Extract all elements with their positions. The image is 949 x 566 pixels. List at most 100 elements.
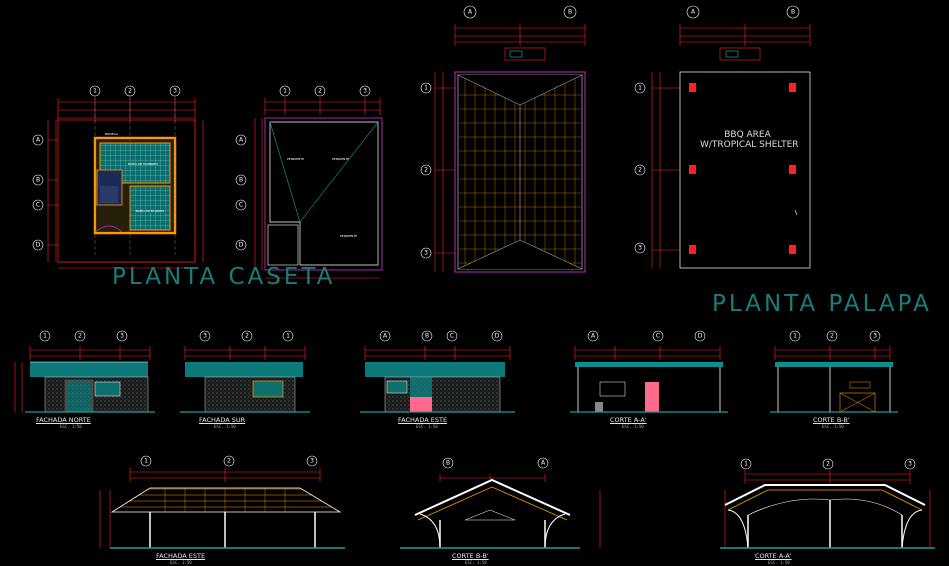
label-corte-aa-2: CORTE A-A' <box>755 552 792 560</box>
title-planta-caseta: PLANTA CASETA <box>112 264 336 290</box>
axis-label: C <box>36 202 40 209</box>
corte-aa-palapa: 1 2 3 <box>720 458 935 549</box>
axis-label: 1 <box>638 85 642 92</box>
axis-label: A <box>36 137 41 144</box>
scale-note: ESC. 1:50 <box>465 560 487 565</box>
svg-text:PENDIENTE: PENDIENTE <box>340 234 357 238</box>
fachada-sur-drawing: 3 2 1 <box>180 330 310 413</box>
scale-note: ESC. 1:50 <box>214 424 236 429</box>
bottom-bb-axes: B A <box>442 457 549 469</box>
svg-text:PENDIENTE: PENDIENTE <box>332 157 349 161</box>
axis-label: B <box>791 9 795 16</box>
planta-techo-caseta: PENDIENTE PENDIENTE PENDIENTE 1 2 3 A B … <box>235 85 383 279</box>
scale-note: ESC. 1:50 <box>822 424 844 429</box>
axis-label: B <box>36 177 40 184</box>
axis-label: 2 <box>826 461 830 468</box>
axis-label: 3 <box>203 333 207 340</box>
axis-label: 2 <box>318 88 322 95</box>
svg-text:PENDIENTE: PENDIENTE <box>287 157 304 161</box>
axis-label: 1 <box>283 88 287 95</box>
svg-text:BAÑO DE MUJERES: BAÑO DE MUJERES <box>136 208 164 213</box>
axis-label: B <box>568 9 572 16</box>
axis-label: 1 <box>144 458 148 465</box>
fachada-este-palapa: 1 2 3 <box>99 455 345 549</box>
axis-label: A <box>383 333 388 340</box>
scale-note: ESC. 1:50 <box>170 560 192 565</box>
axis-label: 3 <box>310 458 314 465</box>
axis-label: A <box>239 137 244 144</box>
palapa-floor-axis-rows: 1 2 3 <box>634 82 646 254</box>
fachada-este-drawing: A B C D <box>360 330 515 413</box>
scale-note: ESC. 1:50 <box>60 424 82 429</box>
axis-label: 3 <box>873 333 877 340</box>
axis-label: D <box>36 242 41 249</box>
planta-palapa-piso: A B 1 2 3 <box>634 5 811 269</box>
axis-label: 2 <box>638 167 642 174</box>
caseta-axis-rows: A B C D <box>32 134 44 251</box>
axis-label: 2 <box>227 458 231 465</box>
axis-label: 3 <box>120 333 124 340</box>
axis-label: 1 <box>793 333 797 340</box>
bbq-area-note: BBQ AREA W/TROPICAL SHELTER <box>700 130 799 150</box>
bottom-este-axes: 1 2 3 <box>140 455 318 467</box>
axis-label: A <box>468 9 473 16</box>
axis-label: B <box>425 333 429 340</box>
axis-label: 1 <box>93 88 97 95</box>
label-fachada-sur: FACHADA SUR <box>199 416 246 424</box>
corte-b-axes: 1 2 3 <box>789 330 881 342</box>
sur-axes: 3 2 1 <box>199 330 294 342</box>
axis-label: 3 <box>173 88 177 95</box>
label-corte-bb-1: CORTE B-B' <box>813 416 850 424</box>
axis-label: B <box>239 177 243 184</box>
axis-label: 2 <box>830 333 834 340</box>
axis-label: A <box>541 460 546 467</box>
techo-axis-rows: A B C D <box>235 134 247 251</box>
label-fachada-este-1: FACHADA ESTE <box>398 416 448 424</box>
svg-text:BAÑO DE HOMBRES: BAÑO DE HOMBRES <box>128 161 158 166</box>
fachada-norte-drawing: 1 2 3 <box>14 330 155 413</box>
corte-a-axes: A C D <box>587 330 706 342</box>
corte-bb-palapa: B A <box>400 457 601 549</box>
axis-label: 3 <box>424 250 428 257</box>
axis-label: 3 <box>908 461 912 468</box>
corte-aa-drawing: A C D <box>570 330 728 413</box>
label-fachada-este-2: FACHADA ESTE <box>156 552 206 560</box>
axis-label: D <box>239 242 244 249</box>
palapa-axis-rows: 1 2 3 <box>420 82 432 259</box>
axis-label: 3 <box>363 88 367 95</box>
axis-label: 3 <box>638 245 642 252</box>
axis-label: 2 <box>245 333 249 340</box>
axis-label: 2 <box>78 333 82 340</box>
planta-caseta: BAÑO DE HOMBRES BAÑO DE MUJERES BODEGA 1… <box>32 85 204 269</box>
planta-palapa-techo: A B 1 2 3 <box>420 5 586 273</box>
techo-axis-columns: 1 2 3 <box>279 85 371 97</box>
scale-note: ESC. 1:50 <box>416 424 438 429</box>
bottom-aa-axes: 1 2 3 <box>740 458 916 470</box>
scale-note: ESC. 1:50 <box>622 424 644 429</box>
axis-label: B <box>446 460 450 467</box>
axis-label: 1 <box>286 333 290 340</box>
axis-label: C <box>450 333 454 340</box>
axis-label: 1 <box>744 461 748 468</box>
corte-bb-drawing: 1 2 3 <box>770 330 898 413</box>
label-corte-bb-2: CORTE B-B' <box>452 552 489 560</box>
label-fachada-norte: FACHADA NORTE <box>36 416 91 424</box>
svg-text:BODEGA: BODEGA <box>105 132 119 136</box>
norte-axes: 1 2 3 <box>39 330 128 342</box>
bbq-line-2: W/TROPICAL SHELTER <box>700 140 799 150</box>
label-corte-aa-1: CORTE A-A' <box>610 416 647 424</box>
este-axes: A B C D <box>379 330 503 342</box>
axis-label: 1 <box>43 333 47 340</box>
caseta-axis-columns: 1 2 3 <box>89 85 181 255</box>
axis-label: A <box>691 9 696 16</box>
palapa-floor-axis-columns: A B <box>686 5 800 19</box>
scale-note: ESC. 1:50 <box>768 560 790 565</box>
axis-label: C <box>656 333 660 340</box>
axis-label: C <box>239 202 243 209</box>
axis-label: 1 <box>424 85 428 92</box>
axis-label: D <box>698 333 703 340</box>
axis-label: 2 <box>128 88 132 95</box>
bbq-line-1: BBQ AREA <box>724 130 771 140</box>
palapa-axis-columns: A B <box>463 5 577 19</box>
